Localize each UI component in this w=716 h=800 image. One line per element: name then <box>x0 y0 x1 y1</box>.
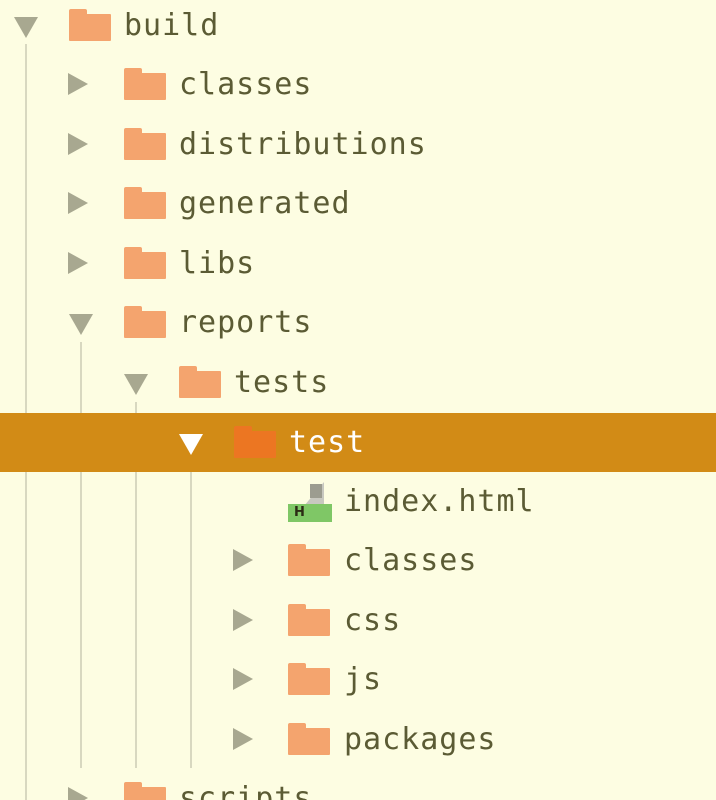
chevron-down-icon[interactable] <box>69 293 97 352</box>
tree-row-classes[interactable]: classes <box>0 55 716 114</box>
chevron-right-icon[interactable] <box>229 591 257 650</box>
folder-icon <box>288 544 330 576</box>
indent-guide <box>135 472 137 768</box>
folder-icon <box>124 306 166 338</box>
tree-row-label: js <box>344 662 383 697</box>
chevron-down-icon[interactable] <box>179 413 207 472</box>
tree-row-packages[interactable]: packages <box>0 710 716 769</box>
folder-icon <box>124 247 166 279</box>
folder-icon <box>234 426 276 458</box>
folder-icon <box>124 68 166 100</box>
chevron-right-icon[interactable] <box>229 650 257 709</box>
chevron-right-icon[interactable] <box>229 710 257 769</box>
file-fold-shape <box>310 484 322 498</box>
tree-row-scripts[interactable]: scripts <box>0 741 716 800</box>
tree-row-js[interactable]: js <box>0 650 716 709</box>
tree-row-label: classes <box>344 543 478 578</box>
html-file-icon: H <box>288 482 332 522</box>
tree-row-classes[interactable]: classes <box>0 531 716 590</box>
indent-guide <box>25 44 27 413</box>
chevron-right-icon[interactable] <box>64 174 92 233</box>
tree-row-generated[interactable]: generated <box>0 174 716 233</box>
chevron-right-icon[interactable] <box>64 769 92 800</box>
tree-row-tests[interactable]: tests <box>0 353 716 412</box>
tree-row-test-selected[interactable]: test <box>0 413 716 472</box>
tree-row-index-html[interactable]: H index.html <box>0 472 716 531</box>
chevron-right-icon[interactable] <box>64 55 92 114</box>
folder-icon <box>124 782 166 800</box>
chevron-right-icon[interactable] <box>64 234 92 293</box>
chevron-right-icon[interactable] <box>229 531 257 590</box>
folder-icon <box>69 9 111 41</box>
tree-row-label: reports <box>179 305 313 340</box>
tree-row-label: index.html <box>344 484 535 519</box>
folder-icon <box>288 723 330 755</box>
folder-icon <box>124 187 166 219</box>
folder-icon <box>124 128 166 160</box>
tree-row-label: packages <box>344 722 497 757</box>
tree-row-label: css <box>344 603 402 638</box>
tree-row-label: libs <box>179 246 256 281</box>
html-badge: H <box>288 504 332 522</box>
indent-guide <box>80 342 82 413</box>
tree-row-css[interactable]: css <box>0 591 716 650</box>
indent-guide <box>25 472 27 800</box>
chevron-down-icon[interactable] <box>124 353 152 412</box>
chevron-right-icon[interactable] <box>64 115 92 174</box>
folder-icon <box>288 604 330 636</box>
chevron-down-icon[interactable] <box>14 0 42 55</box>
tree-row-label: build <box>124 8 220 43</box>
indent-guide <box>135 402 137 413</box>
indent-guide <box>80 472 82 768</box>
tree-row-build[interactable]: build <box>0 0 716 55</box>
tree-row-reports[interactable]: reports <box>0 293 716 352</box>
tree-row-label: distributions <box>179 127 427 162</box>
tree-row-libs[interactable]: libs <box>0 234 716 293</box>
indent-guide <box>190 462 192 768</box>
tree-row-label: test <box>289 425 366 460</box>
tree-row-label: classes <box>179 67 313 102</box>
tree-row-label: scripts <box>179 781 313 800</box>
folder-icon <box>179 366 221 398</box>
tree-row-label: tests <box>234 365 330 400</box>
folder-icon <box>288 663 330 695</box>
tree-row-distributions[interactable]: distributions <box>0 115 716 174</box>
tree-row-label: generated <box>179 186 351 221</box>
